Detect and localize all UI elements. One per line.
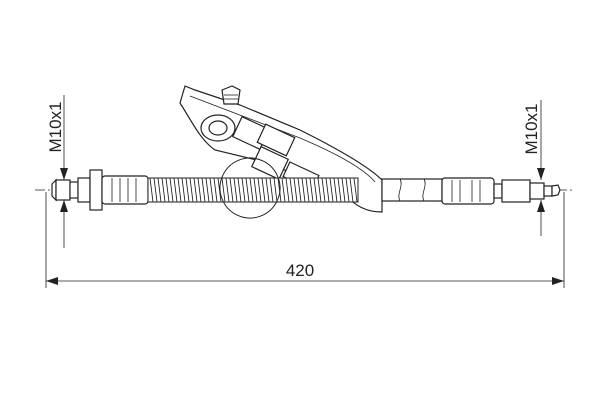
spring-coil [281, 177, 286, 203]
spring-coil [305, 177, 310, 203]
spring-coil [165, 177, 170, 203]
spring-coil [249, 177, 254, 203]
spring-coil [341, 177, 346, 203]
hose-tube [381, 178, 443, 202]
spring-coil [157, 177, 162, 203]
spring-coil [221, 177, 226, 203]
spring-coil [349, 177, 354, 203]
overall-length-label: 420 [286, 261, 314, 280]
spring-coil [177, 177, 182, 203]
spring-coil [337, 177, 342, 203]
spring-coil [265, 177, 270, 203]
spring-coil [197, 177, 202, 203]
spring-coil [309, 177, 314, 203]
spring-coil [257, 177, 262, 203]
spring-coil [333, 177, 338, 203]
spring-coil [325, 177, 330, 203]
spring-guard [147, 177, 359, 203]
spring-coil [173, 177, 178, 203]
spring-coil [353, 177, 358, 203]
hex-nut [89, 169, 103, 211]
spring-coil [329, 177, 334, 203]
spring-coil [277, 177, 282, 203]
spring-coil [345, 177, 350, 203]
spring-coil [181, 177, 186, 203]
hose-clip [256, 123, 296, 157]
spring-coil [205, 177, 210, 203]
spring-coil [161, 177, 166, 203]
spring-coil [273, 177, 278, 203]
spring-coil [149, 177, 154, 203]
spring-coil [217, 177, 222, 203]
spring-coil [189, 177, 194, 203]
spring-coil [253, 177, 258, 203]
wire-loop [219, 157, 281, 219]
spring-coil [241, 177, 246, 203]
spring-coil [293, 177, 298, 203]
right-thread-label: M10x1 [522, 103, 541, 154]
spring-coil [245, 177, 250, 203]
spring-coil [317, 177, 322, 203]
left-end-fitting [51, 169, 149, 211]
spring-coil [225, 177, 230, 203]
spring-coil [233, 177, 238, 203]
spring-coil [301, 177, 306, 203]
spring-coil [209, 177, 214, 203]
spring-coil [285, 177, 290, 203]
spring-coil [237, 177, 242, 203]
left-thread-label: M10x1 [46, 101, 65, 152]
spring-coil [321, 177, 326, 203]
spring-coil [297, 177, 302, 203]
spring-coil [193, 177, 198, 203]
spring-coil [185, 177, 190, 203]
right-end-fitting [441, 177, 561, 205]
spring-coil [229, 177, 234, 203]
spring-coil [313, 177, 318, 203]
spring-coil [261, 177, 266, 203]
spring-coil [269, 177, 274, 203]
spring-coil [201, 177, 206, 203]
spring-coil [213, 177, 218, 203]
spring-coil [153, 177, 158, 203]
hex-nut [501, 179, 531, 203]
spring-coil [169, 177, 174, 203]
spring-coil [289, 177, 294, 203]
